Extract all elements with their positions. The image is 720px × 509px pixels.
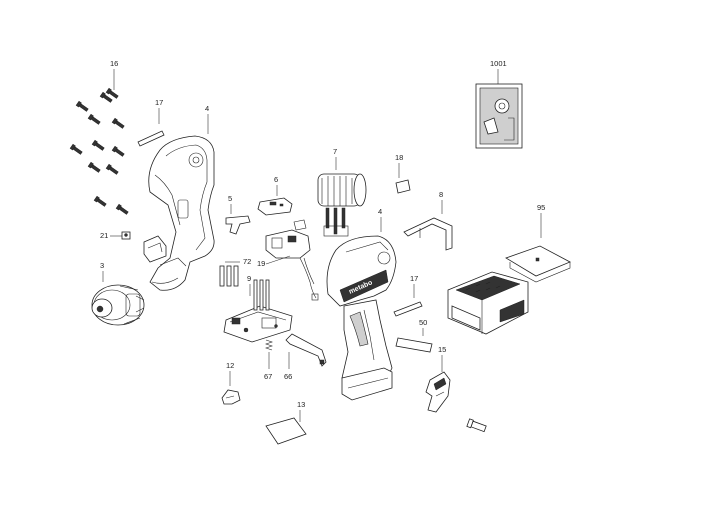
screws-16: [69, 87, 129, 215]
label-plate-50: [395, 337, 433, 353]
label-4-right: 4: [378, 207, 382, 216]
label-6: 6: [274, 175, 278, 184]
motor-7: [317, 173, 367, 237]
belt-hook-15: [425, 371, 451, 413]
part-5-switch-lever: [225, 215, 251, 235]
label-plate-18: [395, 179, 411, 194]
label-17: 17: [155, 98, 163, 107]
label-72: 72: [243, 257, 251, 266]
battery-plate-95: [505, 245, 571, 283]
lever-66: [285, 333, 327, 367]
label-12: 12: [226, 361, 234, 370]
label-3: 3: [100, 261, 104, 270]
label-8: 8: [439, 190, 443, 199]
label-plate-13: [265, 417, 307, 445]
label-18: 18: [395, 153, 403, 162]
switch-assembly: [265, 219, 319, 301]
part-21-pin: [121, 231, 131, 240]
part-6-switch-cover: [257, 197, 293, 216]
label-7: 7: [333, 147, 337, 156]
housing-half-left: [148, 135, 215, 291]
label-19: 19: [257, 259, 265, 268]
label-50: 50: [419, 318, 427, 327]
housing-main-4: metabo: [326, 235, 397, 401]
spring-67: [265, 339, 273, 351]
label-1001: 1001: [490, 59, 507, 68]
label-5: 5: [228, 194, 232, 203]
label-9: 9: [247, 274, 251, 283]
label-17-right: 17: [410, 274, 418, 283]
label-66: 66: [284, 372, 292, 381]
label-15: 15: [438, 345, 446, 354]
clip-12: [221, 389, 241, 405]
label-strip-17: [137, 130, 165, 147]
label-67: 67: [264, 372, 272, 381]
screw-15: [466, 418, 487, 433]
document-1001: [475, 83, 523, 149]
battery-pack: [447, 271, 529, 335]
label-95: 95: [537, 203, 545, 212]
gearbox-3: [91, 284, 145, 326]
label-strip-17-right: [393, 301, 423, 317]
electronics-board-9: [223, 279, 293, 343]
label-13: 13: [297, 400, 305, 409]
rods-72: [219, 265, 239, 287]
label-4-left: 4: [205, 104, 209, 113]
bracket-8: [403, 217, 453, 251]
part-21-bracket: [143, 235, 167, 263]
label-16: 16: [110, 59, 118, 68]
label-21: 21: [100, 231, 108, 240]
